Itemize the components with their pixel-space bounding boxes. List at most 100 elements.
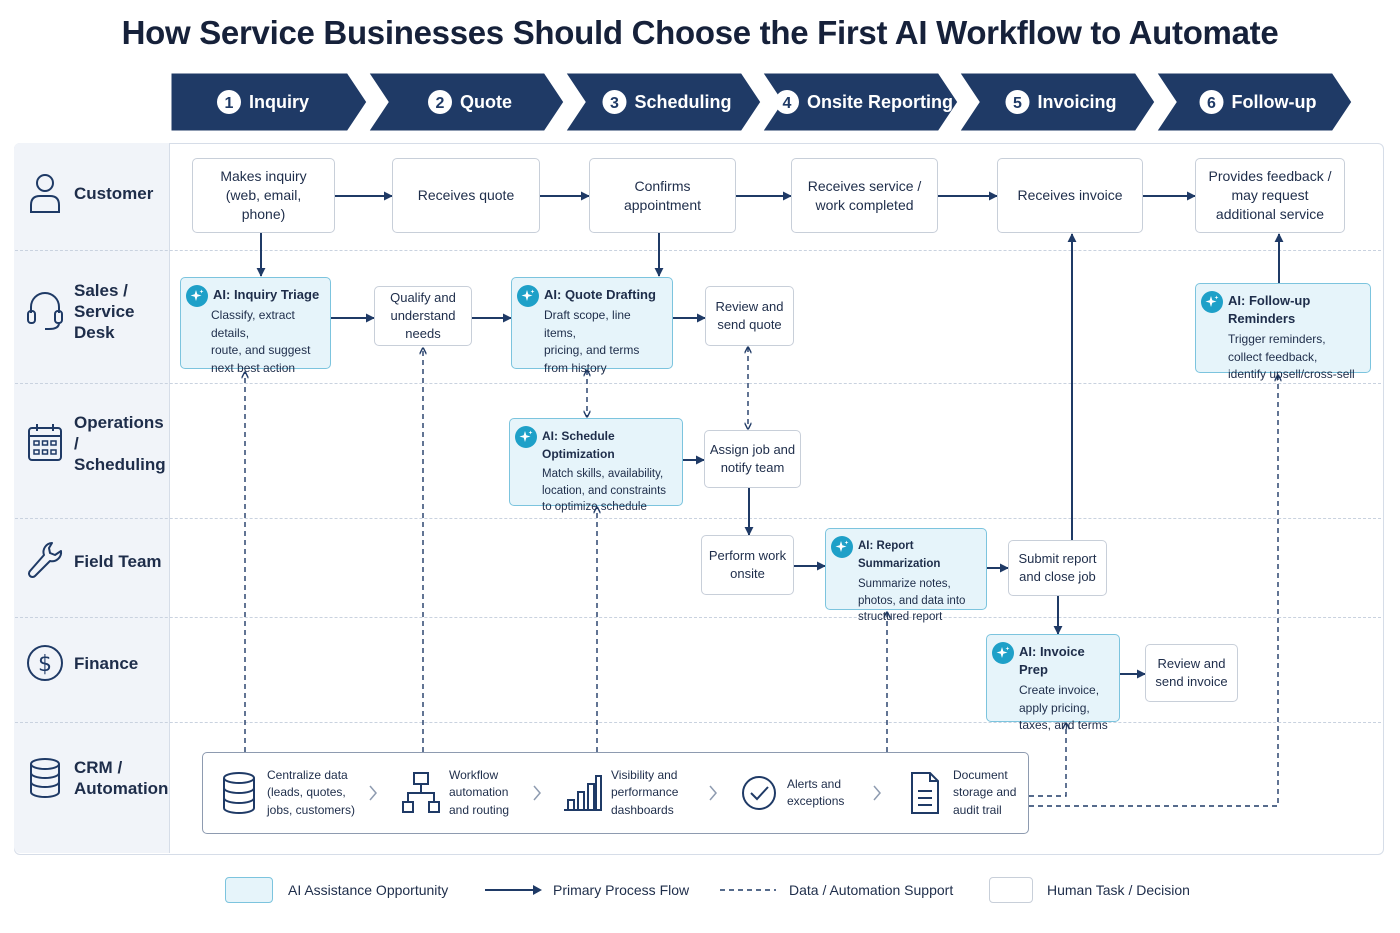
ai-description: Create invoice, apply pricing, taxes, an… <box>1019 683 1108 732</box>
sparkle-icon <box>831 536 853 558</box>
task-assign-job: Assign job and notify team <box>704 430 801 488</box>
crm-automation-bar: Centralize data (leads, quotes, jobs, cu… <box>202 752 1029 834</box>
lane-field-team: Field Team <box>20 536 170 586</box>
crm-item-text: Document storage and audit trail <box>953 767 1017 817</box>
check-circle-icon <box>737 768 781 818</box>
stage-chevron <box>561 72 764 134</box>
stage-number-badge <box>1005 90 1030 114</box>
stage-label: Follow-up <box>1232 92 1317 112</box>
stage-label: Invoicing <box>1037 92 1116 112</box>
legend-solid-arrow-icon <box>485 885 542 895</box>
crm-item-text: Visibility and performance dashboards <box>611 767 679 817</box>
stage-number: 1 <box>225 95 234 112</box>
lane-divider <box>15 518 1381 519</box>
customer-step-confirm: Confirms appointment <box>589 158 736 233</box>
chevron-right-icon <box>369 785 377 801</box>
stage-number: 2 <box>436 95 445 112</box>
stage-number: 6 <box>1207 95 1216 112</box>
sparkle-icon <box>517 285 539 307</box>
legend-label: Data / Automation Support <box>789 882 954 898</box>
flowchart-icon <box>399 768 443 818</box>
crm-item-centralize-data: Centralize data (leads, quotes, jobs, cu… <box>217 753 355 833</box>
lane-divider <box>15 617 1381 618</box>
crm-item-workflow-automation: Workflow automation and routing <box>399 753 509 833</box>
ai-inquiry-triage: AI: Inquiry Triage Classify, extract det… <box>180 277 331 375</box>
sparkle-icon <box>515 426 537 448</box>
legend-swatch-ai <box>225 877 273 903</box>
ai-description: Classify, extract details, route, and su… <box>211 308 311 375</box>
crm-item-document-storage: Document storage and audit trail <box>903 753 1016 833</box>
stage-label: Quote <box>460 92 512 112</box>
document-icon <box>903 768 947 818</box>
crm-item-dashboards: Visibility and performance dashboards <box>561 753 678 833</box>
stage-number-badge <box>428 90 452 114</box>
ai-follow-up-reminders: AI: Follow-up Reminders Trigger reminder… <box>1195 283 1371 381</box>
task-review-quote: Review and send quote <box>705 286 794 346</box>
stage-number: 4 <box>783 95 792 112</box>
crm-item-text: Alerts and exceptions <box>787 776 845 809</box>
person-icon <box>20 168 70 218</box>
ai-schedule-optimization: AI: Schedule Optimization Match skills, … <box>509 418 683 513</box>
customer-step-service: Receives service / work completed <box>791 158 938 233</box>
task-submit-report: Submit report and close job <box>1008 540 1107 596</box>
task-perform-work: Perform work onsite <box>701 535 794 595</box>
ai-description: Trigger reminders, collect feedback, ide… <box>1228 332 1355 381</box>
legend-label: AI Assistance Opportunity <box>288 882 449 898</box>
wrench-icon <box>20 536 70 586</box>
customer-step-invoice: Receives invoice <box>997 158 1143 233</box>
sparkle-icon <box>186 285 208 307</box>
ai-description: Draft scope, line items, pricing, and te… <box>544 308 640 375</box>
customer-step-inquiry: Makes inquiry (web, email, phone) <box>192 158 335 233</box>
legend-dashed-line-icon <box>720 889 776 891</box>
task-review-invoice: Review and send invoice <box>1145 644 1238 702</box>
ai-title: AI: Invoice Prep <box>1019 644 1085 677</box>
legend-human-task: Human Task / Decision <box>989 876 1190 904</box>
legend-swatch-human <box>989 877 1033 903</box>
bar-chart-icon <box>561 768 605 818</box>
stage-label: Onsite Reporting <box>807 92 953 112</box>
lane-header-column <box>14 143 170 853</box>
lane-operations-scheduling: Operations / Scheduling <box>20 413 170 474</box>
stage-number: 5 <box>1013 95 1022 112</box>
legend-primary-flow: Primary Process Flow <box>485 876 689 904</box>
chevron-right-icon <box>533 785 541 801</box>
lane-label: Sales / Service Desk <box>74 280 135 342</box>
headset-icon <box>20 286 70 336</box>
stage-chevron <box>170 72 370 134</box>
lane-crm-automation: CRM / Automation <box>20 753 170 803</box>
legend-label: Primary Process Flow <box>553 882 690 898</box>
svg-text:$: $ <box>38 652 52 677</box>
database-icon <box>217 768 261 818</box>
ai-report-summarization: AI: Report Summarization Summarize notes… <box>825 528 987 623</box>
chevron-right-icon <box>709 785 717 801</box>
crm-item-alerts: Alerts and exceptions <box>737 753 844 833</box>
ai-title: AI: Follow-up Reminders <box>1228 293 1311 326</box>
crm-item-text: Centralize data (leads, quotes, jobs, cu… <box>267 767 356 817</box>
legend-data-support: Data / Automation Support <box>720 876 953 904</box>
ai-title: AI: Schedule Optimization <box>542 429 615 461</box>
crm-item-text: Workflow automation and routing <box>449 767 510 817</box>
page-title: How Service Businesses Should Choose the… <box>121 14 1279 51</box>
stage-number-badge <box>216 90 241 114</box>
stage-number: 3 <box>610 95 619 112</box>
lane-label: CRM / Automation <box>74 758 169 798</box>
ai-description: Match skills, availability, location, an… <box>542 468 667 513</box>
customer-step-quote: Receives quote <box>392 158 540 233</box>
ai-description: Summarize notes, photos, and data into s… <box>858 578 966 623</box>
stage-chevron <box>364 72 567 134</box>
ai-quote-drafting: AI: Quote Drafting Draft scope, line ite… <box>511 277 673 375</box>
lane-label: Field Team <box>74 551 162 571</box>
stage-chevron <box>1152 72 1355 134</box>
ai-title: AI: Quote Drafting <box>544 287 656 302</box>
ai-invoice-prep: AI: Invoice Prep Create invoice, apply p… <box>986 634 1120 732</box>
stage-chevron <box>955 72 1158 134</box>
stage-number-badge <box>602 90 627 114</box>
sparkle-icon <box>992 642 1014 664</box>
lane-divider <box>15 250 1381 251</box>
customer-step-feedback: Provides feedback / may request addition… <box>1195 158 1345 233</box>
stage-label: Scheduling <box>634 92 731 112</box>
stage-number-badge <box>774 90 799 114</box>
lane-sales-service-desk: Sales / Service Desk <box>20 281 170 342</box>
lane-divider <box>15 722 1381 723</box>
lane-finance: $ Finance <box>20 638 170 688</box>
